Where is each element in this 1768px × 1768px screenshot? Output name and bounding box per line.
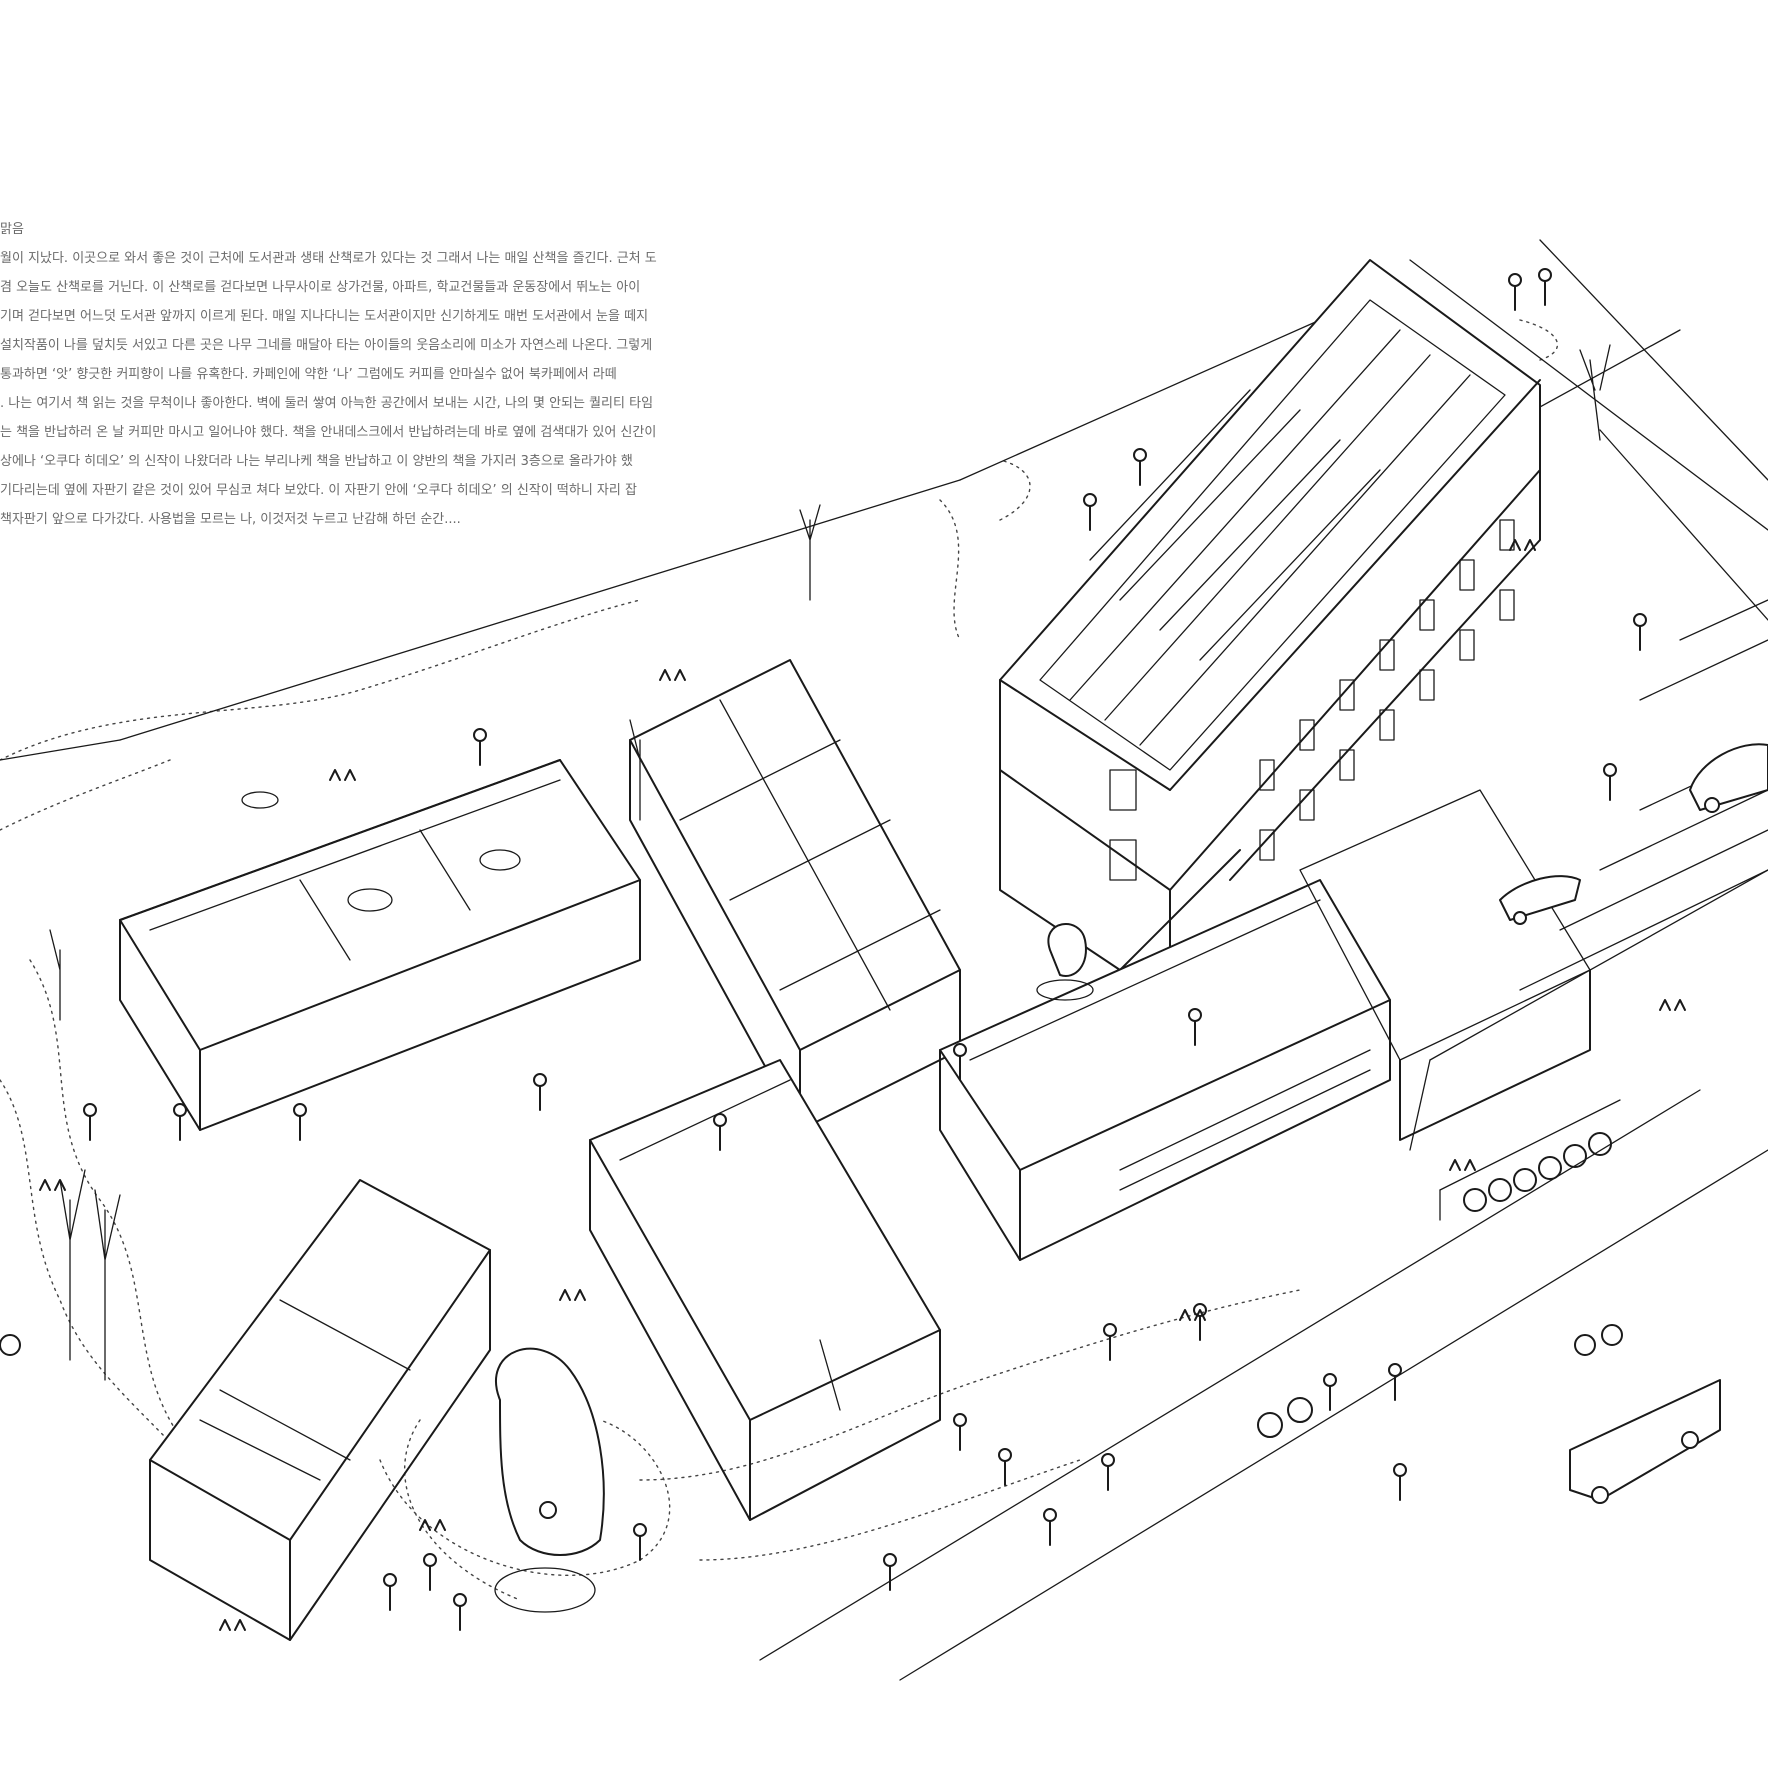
trees — [49, 344, 1611, 1381]
book-tower — [999, 259, 1541, 976]
diary-line: . 나는 여기서 책 읽는 것을 무척이나 좋아한다. 벽에 둘러 쌓여 아늑한… — [0, 396, 654, 411]
vehicles — [1499, 743, 1768, 1504]
road-lines — [0, 239, 1768, 1681]
diary-line: 는 책을 반납하러 온 날 커피만 마시고 일어나야 했다. 책을 안내데스크에… — [0, 425, 657, 440]
office-block — [629, 659, 961, 1131]
diary-line: 책자판기 앞으로 다가갔다. 사용법을 모르는 나, 이것저것 누르고 난감해 … — [0, 512, 461, 527]
diary-line: 기다리는데 옆에 자판기 같은 것이 있어 무심코 쳐다 보았다. 이 자판기 … — [0, 483, 637, 498]
people — [83, 268, 1647, 1631]
left-upper-wing — [119, 759, 641, 1131]
diary-line: 상에나 ‘오쿠다 히데오’ 의 신작이 나왔더라 나는 부리나케 책을 반납하고… — [0, 454, 633, 469]
cafe-wing — [939, 879, 1391, 1261]
diary-line: 월이 지났다. 이곳으로 와서 좋은 것이 근처에 도서관과 생태 산책로가 있… — [0, 251, 657, 266]
diary-line: 겸 오늘도 산책로를 거닌다. 이 산책로를 걷다보면 나무사이로 상가건물, … — [0, 280, 641, 295]
bicycles — [0, 1132, 1623, 1438]
diary-line: 통과하면 ‘앗’ 향긋한 커피향이 나를 유혹한다. 카페인에 약한 ‘나’ 그… — [0, 367, 617, 382]
garden-court — [1299, 789, 1591, 1141]
central-hall — [589, 1059, 941, 1521]
lower-left-wing — [149, 1179, 491, 1641]
dog-sculpture — [494, 923, 1094, 1613]
diary-line: 설치작품이 나를 덮치듯 서있고 다른 곳은 나무 그네를 매달아 타는 아이들… — [0, 338, 653, 353]
diary-text: 맑음 월이 지났다. 이곳으로 와서 좋은 것이 근처에 도서관과 생태 산책로… — [0, 215, 780, 534]
flower-tufts — [39, 539, 1686, 1631]
diary-date: 맑음 — [0, 222, 24, 237]
diary-line: 기며 걷다보면 어느덧 도서관 앞까지 이르게 된다. 매일 지나다니는 도서관… — [0, 309, 649, 324]
